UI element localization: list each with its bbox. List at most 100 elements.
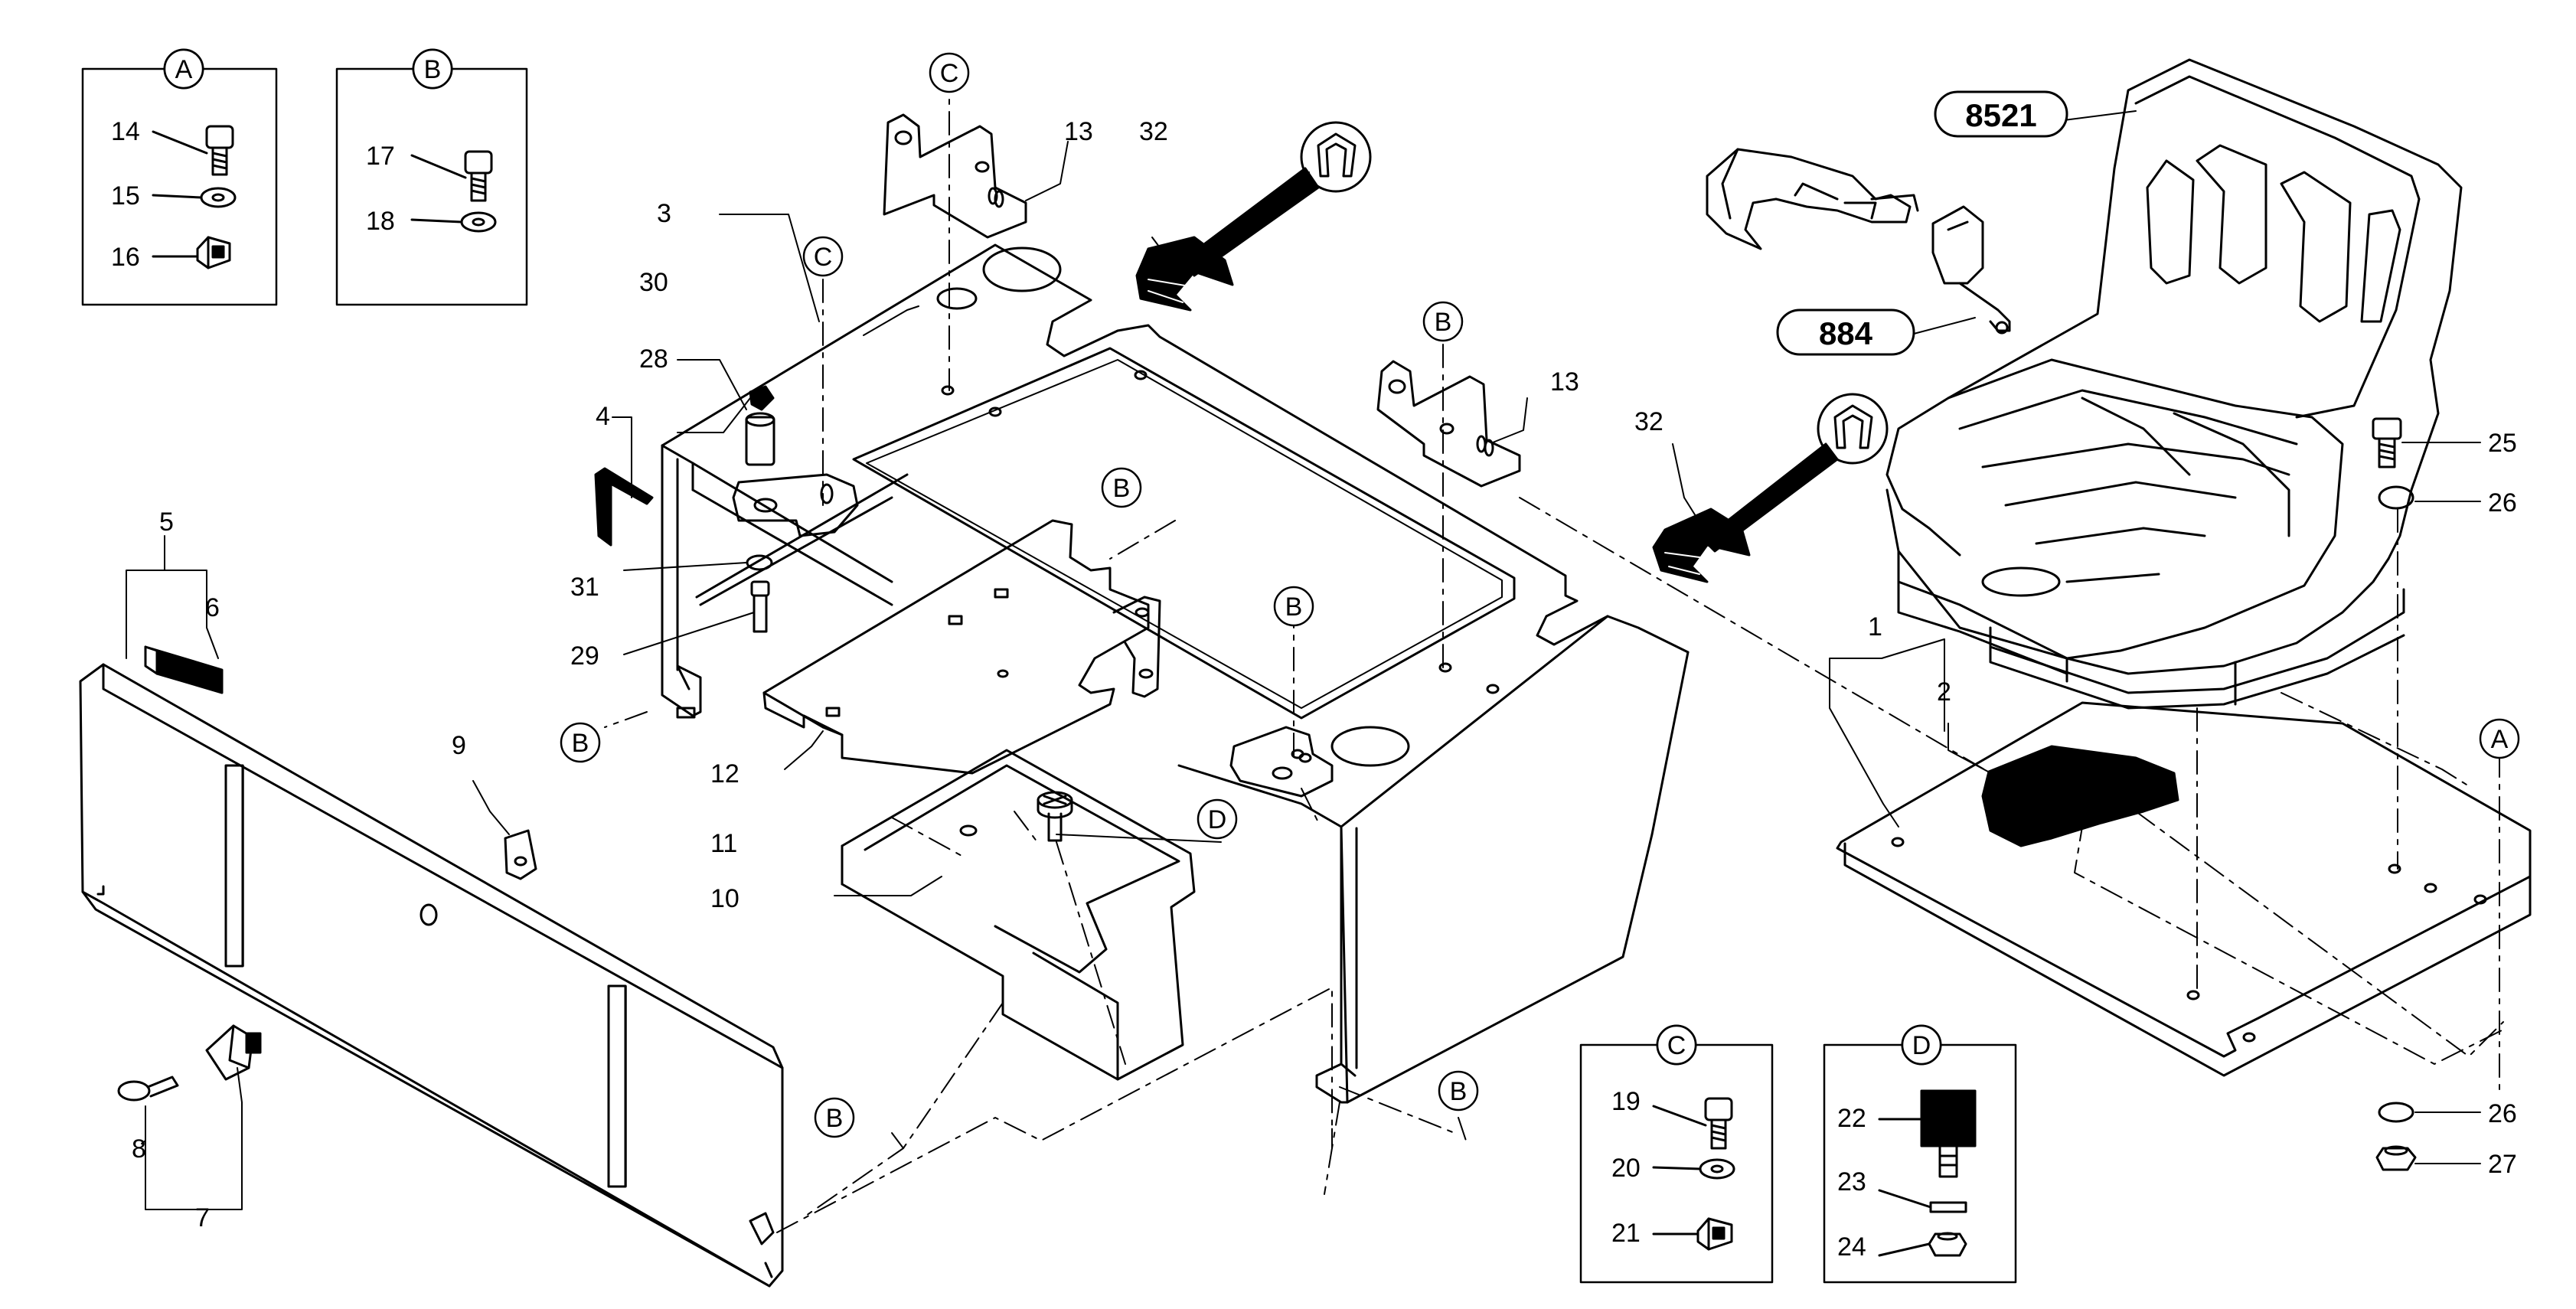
callout-3: 3: [657, 199, 671, 228]
mount-bracket: [1229, 726, 1334, 798]
nut-icon: [2375, 1145, 2417, 1171]
washer-icon: [460, 211, 497, 233]
seat-assembly-number: 8521: [1965, 97, 2036, 133]
callout-6: 6: [205, 593, 220, 622]
ref-c-top: C: [940, 59, 959, 88]
callout-7: 7: [195, 1203, 210, 1232]
spacer-icon: [1929, 1201, 1967, 1213]
spacer-icon: [745, 412, 775, 466]
callout-13a: 13: [1064, 117, 1093, 146]
seat-belt-icon: [1706, 148, 2011, 335]
callout-20: 20: [1611, 1154, 1641, 1183]
ref-b-left: B: [572, 729, 589, 758]
seat-pad: [1981, 745, 2179, 847]
angle-bracket-icon: [594, 467, 654, 547]
washer-icon: [1699, 1158, 1735, 1180]
callout-29: 29: [570, 641, 599, 671]
ref-a-box: A: [175, 55, 193, 84]
callout-2: 2: [1937, 677, 1951, 707]
ref-a-plate: A: [2491, 725, 2509, 754]
seat-assembly-pill: [1934, 90, 2068, 138]
ref-b-center: B: [1285, 592, 1303, 622]
belt-assembly-pill: [1776, 308, 1915, 356]
leader-lines: [126, 110, 2481, 1210]
ref-b-right-bracket: B: [1435, 308, 1452, 337]
reference-letters: A B C C B B B B D B B A C D: [175, 55, 2509, 1133]
nut-icon: [1928, 1232, 1967, 1257]
callout-21: 21: [1611, 1219, 1641, 1248]
bolt-icon: [205, 125, 234, 176]
callout-1: 1: [1868, 612, 1882, 641]
callout-15: 15: [111, 181, 140, 211]
callout-19: 19: [1611, 1087, 1641, 1116]
callout-23: 23: [1837, 1167, 1866, 1196]
screw-icon: [1037, 791, 1073, 842]
callout-18: 18: [366, 207, 395, 236]
key-icon: [117, 1076, 179, 1102]
washer-icon: [2378, 485, 2414, 510]
hinge-bracket: [732, 473, 859, 537]
bolt-icon: [464, 150, 493, 202]
washer-icon: [200, 187, 237, 208]
callout-13b: 13: [1550, 367, 1579, 397]
side-bracket: [1112, 596, 1161, 698]
bolt-icon: [750, 580, 770, 633]
latch-icon: [504, 829, 537, 880]
callout-10: 10: [710, 884, 739, 913]
callout-32a: 32: [1139, 117, 1168, 146]
nut-icon: [749, 385, 775, 411]
bolt-icon: [1704, 1097, 1733, 1150]
callout-28: 28: [639, 344, 668, 374]
ref-c-box: C: [1667, 1031, 1686, 1060]
side-panel: [79, 663, 784, 1288]
ref-b-panel: B: [826, 1104, 844, 1133]
bracket-icon: [883, 113, 1027, 239]
callout-14: 14: [111, 117, 140, 146]
assembly-labels: 8521 884: [1776, 90, 2068, 356]
callout-12: 12: [710, 759, 739, 788]
bolt-icon: [2372, 417, 2402, 468]
belt-assembly-number: 884: [1819, 315, 1873, 351]
callout-32b: 32: [1634, 407, 1663, 436]
seat: [1885, 58, 2463, 710]
ref-c-frame: C: [814, 243, 833, 272]
ref-b-base: B: [1450, 1077, 1468, 1106]
callout-26b: 26: [2488, 1099, 2517, 1128]
edge-protector-icon: [1652, 393, 1889, 583]
support-channel: [762, 519, 1150, 775]
center-lines: [604, 68, 2504, 1233]
callout-16: 16: [111, 243, 140, 272]
lock-icon: [205, 1024, 262, 1081]
washer-icon: [746, 554, 773, 571]
reference-circles: [163, 48, 2520, 1138]
callout-31: 31: [570, 573, 599, 602]
callout-30: 30: [639, 268, 668, 297]
callout-22: 22: [1837, 1104, 1866, 1133]
callout-17: 17: [366, 142, 395, 171]
edge-protector-icon: [1135, 121, 1372, 312]
callout-4: 4: [596, 402, 610, 431]
handle-icon: [144, 645, 224, 694]
callout-26a: 26: [2488, 488, 2517, 517]
callout-25: 25: [2488, 429, 2517, 458]
callout-labels: 14 15 16 17 18 3 30 28 4 31 29 5 6 9 12 …: [111, 117, 2517, 1262]
clip-nut-icon: [196, 236, 231, 269]
seat-box-frame: [661, 243, 1690, 1104]
bracket-icon: [1376, 360, 1521, 488]
callout-8: 8: [132, 1134, 146, 1164]
ref-d-mount: D: [1208, 805, 1227, 834]
callout-11: 11: [710, 829, 737, 858]
callout-24: 24: [1837, 1232, 1866, 1262]
ref-b-box: B: [424, 55, 442, 84]
seat-plate: [1836, 701, 2532, 1077]
ref-d-box: D: [1912, 1031, 1931, 1060]
callout-5: 5: [159, 508, 174, 537]
callout-27: 27: [2488, 1150, 2517, 1179]
clip-nut-icon: [1696, 1217, 1733, 1251]
callout-9: 9: [452, 731, 466, 760]
rubber-mount-icon: [1920, 1089, 1977, 1178]
tray: [841, 749, 1196, 1081]
washer-icon: [2378, 1102, 2414, 1123]
ref-b-support: B: [1113, 474, 1131, 503]
